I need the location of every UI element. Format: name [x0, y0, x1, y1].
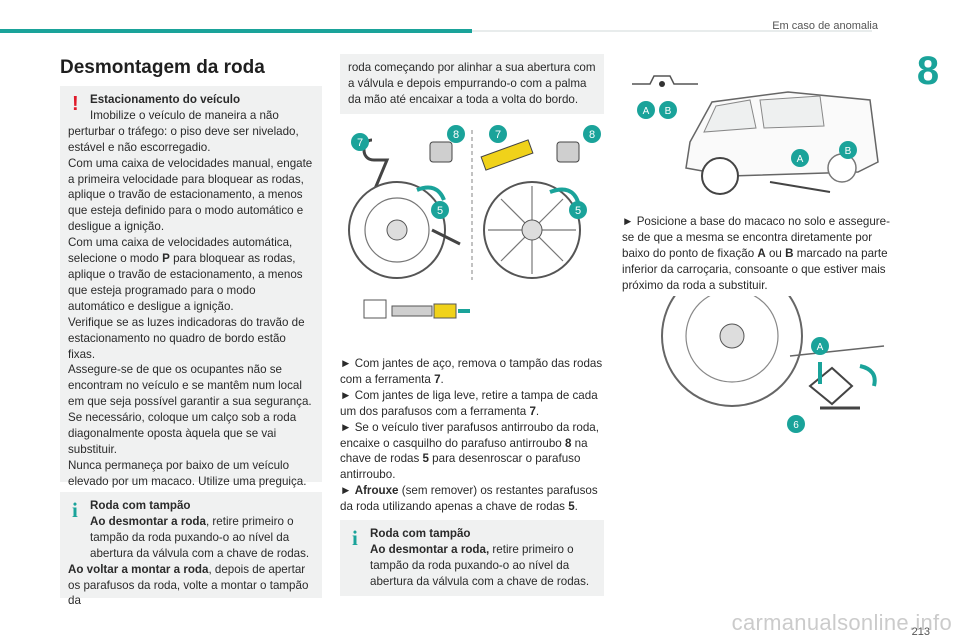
chapter-number: 8	[896, 48, 960, 94]
svg-text:8: 8	[453, 129, 459, 141]
callout-7-right	[489, 125, 507, 143]
warning-text-jack: Nunca permaneça por baixo de um veículo …	[68, 458, 307, 488]
info2-text: Ao desmontar a roda, retire primeiro o t…	[370, 542, 590, 588]
warning-text-auto: Com uma caixa de velocidades automática,…	[68, 236, 303, 313]
page-number: 213	[911, 626, 930, 638]
warning-text-chock: Se necessário, coloque um calço sob a ro…	[68, 411, 297, 456]
car-jack-illustration: A B A B	[620, 72, 882, 202]
svg-text:A: A	[797, 154, 804, 165]
callout-8-left	[447, 125, 465, 143]
info2-title: Roda com tampão	[370, 527, 471, 540]
info-box-wheel-trim-2: i Roda com tampão Ao desmontar a roda, r…	[340, 520, 604, 596]
callout-7-left	[351, 133, 369, 151]
svg-text:A: A	[643, 106, 650, 117]
warning-icon: !	[72, 93, 79, 115]
svg-text:B: B	[665, 106, 672, 117]
svg-text:7: 7	[357, 137, 363, 149]
callout-b-car	[839, 141, 857, 159]
info-box-wheel-trim: i Roda com tampão Ao desmontar a roda, r…	[60, 492, 322, 607]
warning-text-lights: Verifique se as luzes indicadoras do tra…	[68, 315, 305, 361]
svg-text:6: 6	[793, 420, 799, 431]
svg-text:A: A	[817, 342, 824, 353]
watermark-text: carmanualsonline.info	[731, 610, 952, 635]
callout-a-jack	[811, 337, 829, 355]
section-title: Em caso de anomalia	[772, 20, 878, 32]
info-title: Roda com tampão	[90, 499, 191, 512]
info-text: Ao desmontar a roda, retire primeiro o t…	[90, 514, 310, 560]
info-text-refit: Ao voltar a montar a roda, depois de ape…	[68, 562, 309, 608]
callout-5-right	[569, 201, 587, 219]
callout-8-right	[583, 125, 601, 143]
warning-text-first: Imobilize o veículo de maneira a não	[90, 108, 279, 122]
warning-box: ! Estacionamento do veículo Imobilize o …	[60, 86, 322, 488]
callout-a-detail	[637, 101, 655, 119]
svg-text:B: B	[845, 146, 852, 157]
warning-title: Estacionamento do veículo	[90, 93, 241, 106]
svg-text:7: 7	[495, 129, 501, 141]
wheel-removal-illustration: 7 8 7 8 5 5	[342, 120, 604, 340]
step-alloy-wheels: ► Com jantes de liga leve, retire a tamp…	[340, 388, 598, 418]
callout-6-jack	[787, 415, 805, 433]
header-accent-bar	[0, 29, 472, 33]
steps-text: ► Com jantes de aço, remova o tampão das…	[340, 356, 606, 515]
warning-text-occupants: Assegure-se de que os ocupantes não se e…	[68, 363, 312, 409]
callout-b-detail	[659, 101, 677, 119]
step-anti-theft: ► Se o veículo tiver parafusos antirroub…	[340, 420, 599, 482]
callout-a-car	[791, 149, 809, 167]
svg-text:8: 8	[589, 129, 595, 141]
page-title: Desmontagem da roda	[60, 57, 265, 78]
info-box-continued: roda começando por alinhar a sua abertur…	[340, 54, 604, 114]
svg-text:5: 5	[575, 205, 581, 217]
header-rule	[472, 30, 872, 32]
warning-text-manual: Com uma caixa de velocidades manual, eng…	[68, 156, 313, 234]
info-icon-2: i	[352, 526, 358, 550]
svg-text:5: 5	[437, 205, 443, 217]
callout-5-left	[431, 201, 449, 219]
warning-text-rest: perturbar o tráfego: o piso deve ser niv…	[68, 124, 299, 154]
jack-instruction: ► Posicione a base do macaco no solo e a…	[622, 215, 890, 292]
info-icon: i	[72, 498, 78, 522]
step-loosen-bolts: ► Afrouxe (sem remover) os restantes par…	[340, 484, 598, 514]
jack-closeup-illustration: A 6	[660, 296, 886, 436]
info-text-continued: roda começando por alinhar a sua abertur…	[348, 61, 596, 106]
step-steel-wheels: ► Com jantes de aço, remova o tampão das…	[340, 357, 603, 386]
